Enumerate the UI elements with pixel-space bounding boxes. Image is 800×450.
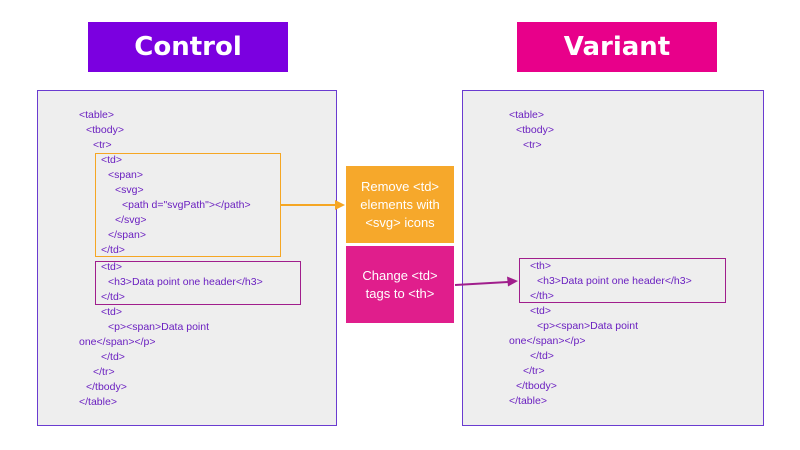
control-span-open: <span> (108, 169, 144, 181)
header-td-highlight (95, 261, 301, 305)
change-arrow (454, 276, 518, 287)
control-table-close: </table> (79, 396, 117, 408)
variant-p-line1: <p><span>Data point (537, 320, 639, 332)
control-td3-open: <td> (101, 306, 123, 318)
control-path: <path d="svgPath"></path> (122, 199, 251, 211)
control-td1-close: </td> (101, 244, 125, 256)
control-h3: <h3>Data point one header</h3> (108, 276, 263, 288)
control-tr-open: <tr> (93, 139, 112, 151)
control-td2-open: <td> (101, 261, 123, 273)
remove-td-action: Remove <td> elements with <svg> icons (346, 166, 454, 243)
variant-td-open: <td> (530, 305, 552, 317)
variant-th-open: <th> (530, 260, 552, 272)
control-tbody-open: <tbody> (86, 124, 124, 136)
control-td3-close: </td> (101, 351, 125, 363)
variant-title: Variant (517, 22, 717, 72)
svg-td-highlight (95, 153, 281, 257)
control-tr-close: </tr> (93, 366, 115, 378)
control-td1-open: <td> (101, 154, 123, 166)
variant-h3: <h3>Data point one header</h3> (537, 275, 692, 287)
variant-tr-close: </tr> (523, 365, 545, 377)
remove-arrow (281, 200, 345, 210)
control-svg-close: </svg> (115, 214, 147, 226)
variant-table-close: </table> (509, 395, 547, 407)
variant-p-line2: one</span></p> (509, 335, 586, 347)
control-title: Control (88, 22, 288, 72)
control-td2-close: </td> (101, 291, 125, 303)
control-p-line1: <p><span>Data point (108, 321, 210, 333)
variant-tbody-open: <tbody> (516, 124, 554, 136)
control-p-line2: one</span></p> (79, 336, 156, 348)
control-panel (37, 90, 337, 426)
control-svg-open: <svg> (115, 184, 144, 196)
control-tbody-close: </tbody> (86, 381, 127, 393)
control-table-open: <table> (79, 109, 115, 121)
variant-tbody-close: </tbody> (516, 380, 557, 392)
variant-table-open: <table> (509, 109, 545, 121)
control-span-close: </span> (108, 229, 146, 241)
variant-tr-open: <tr> (523, 139, 542, 151)
change-td-action: Change <td> tags to <th> (346, 246, 454, 323)
variant-td-close: </td> (530, 350, 554, 362)
variant-th-close: </th> (530, 290, 554, 302)
variant-th-highlight (519, 258, 726, 303)
